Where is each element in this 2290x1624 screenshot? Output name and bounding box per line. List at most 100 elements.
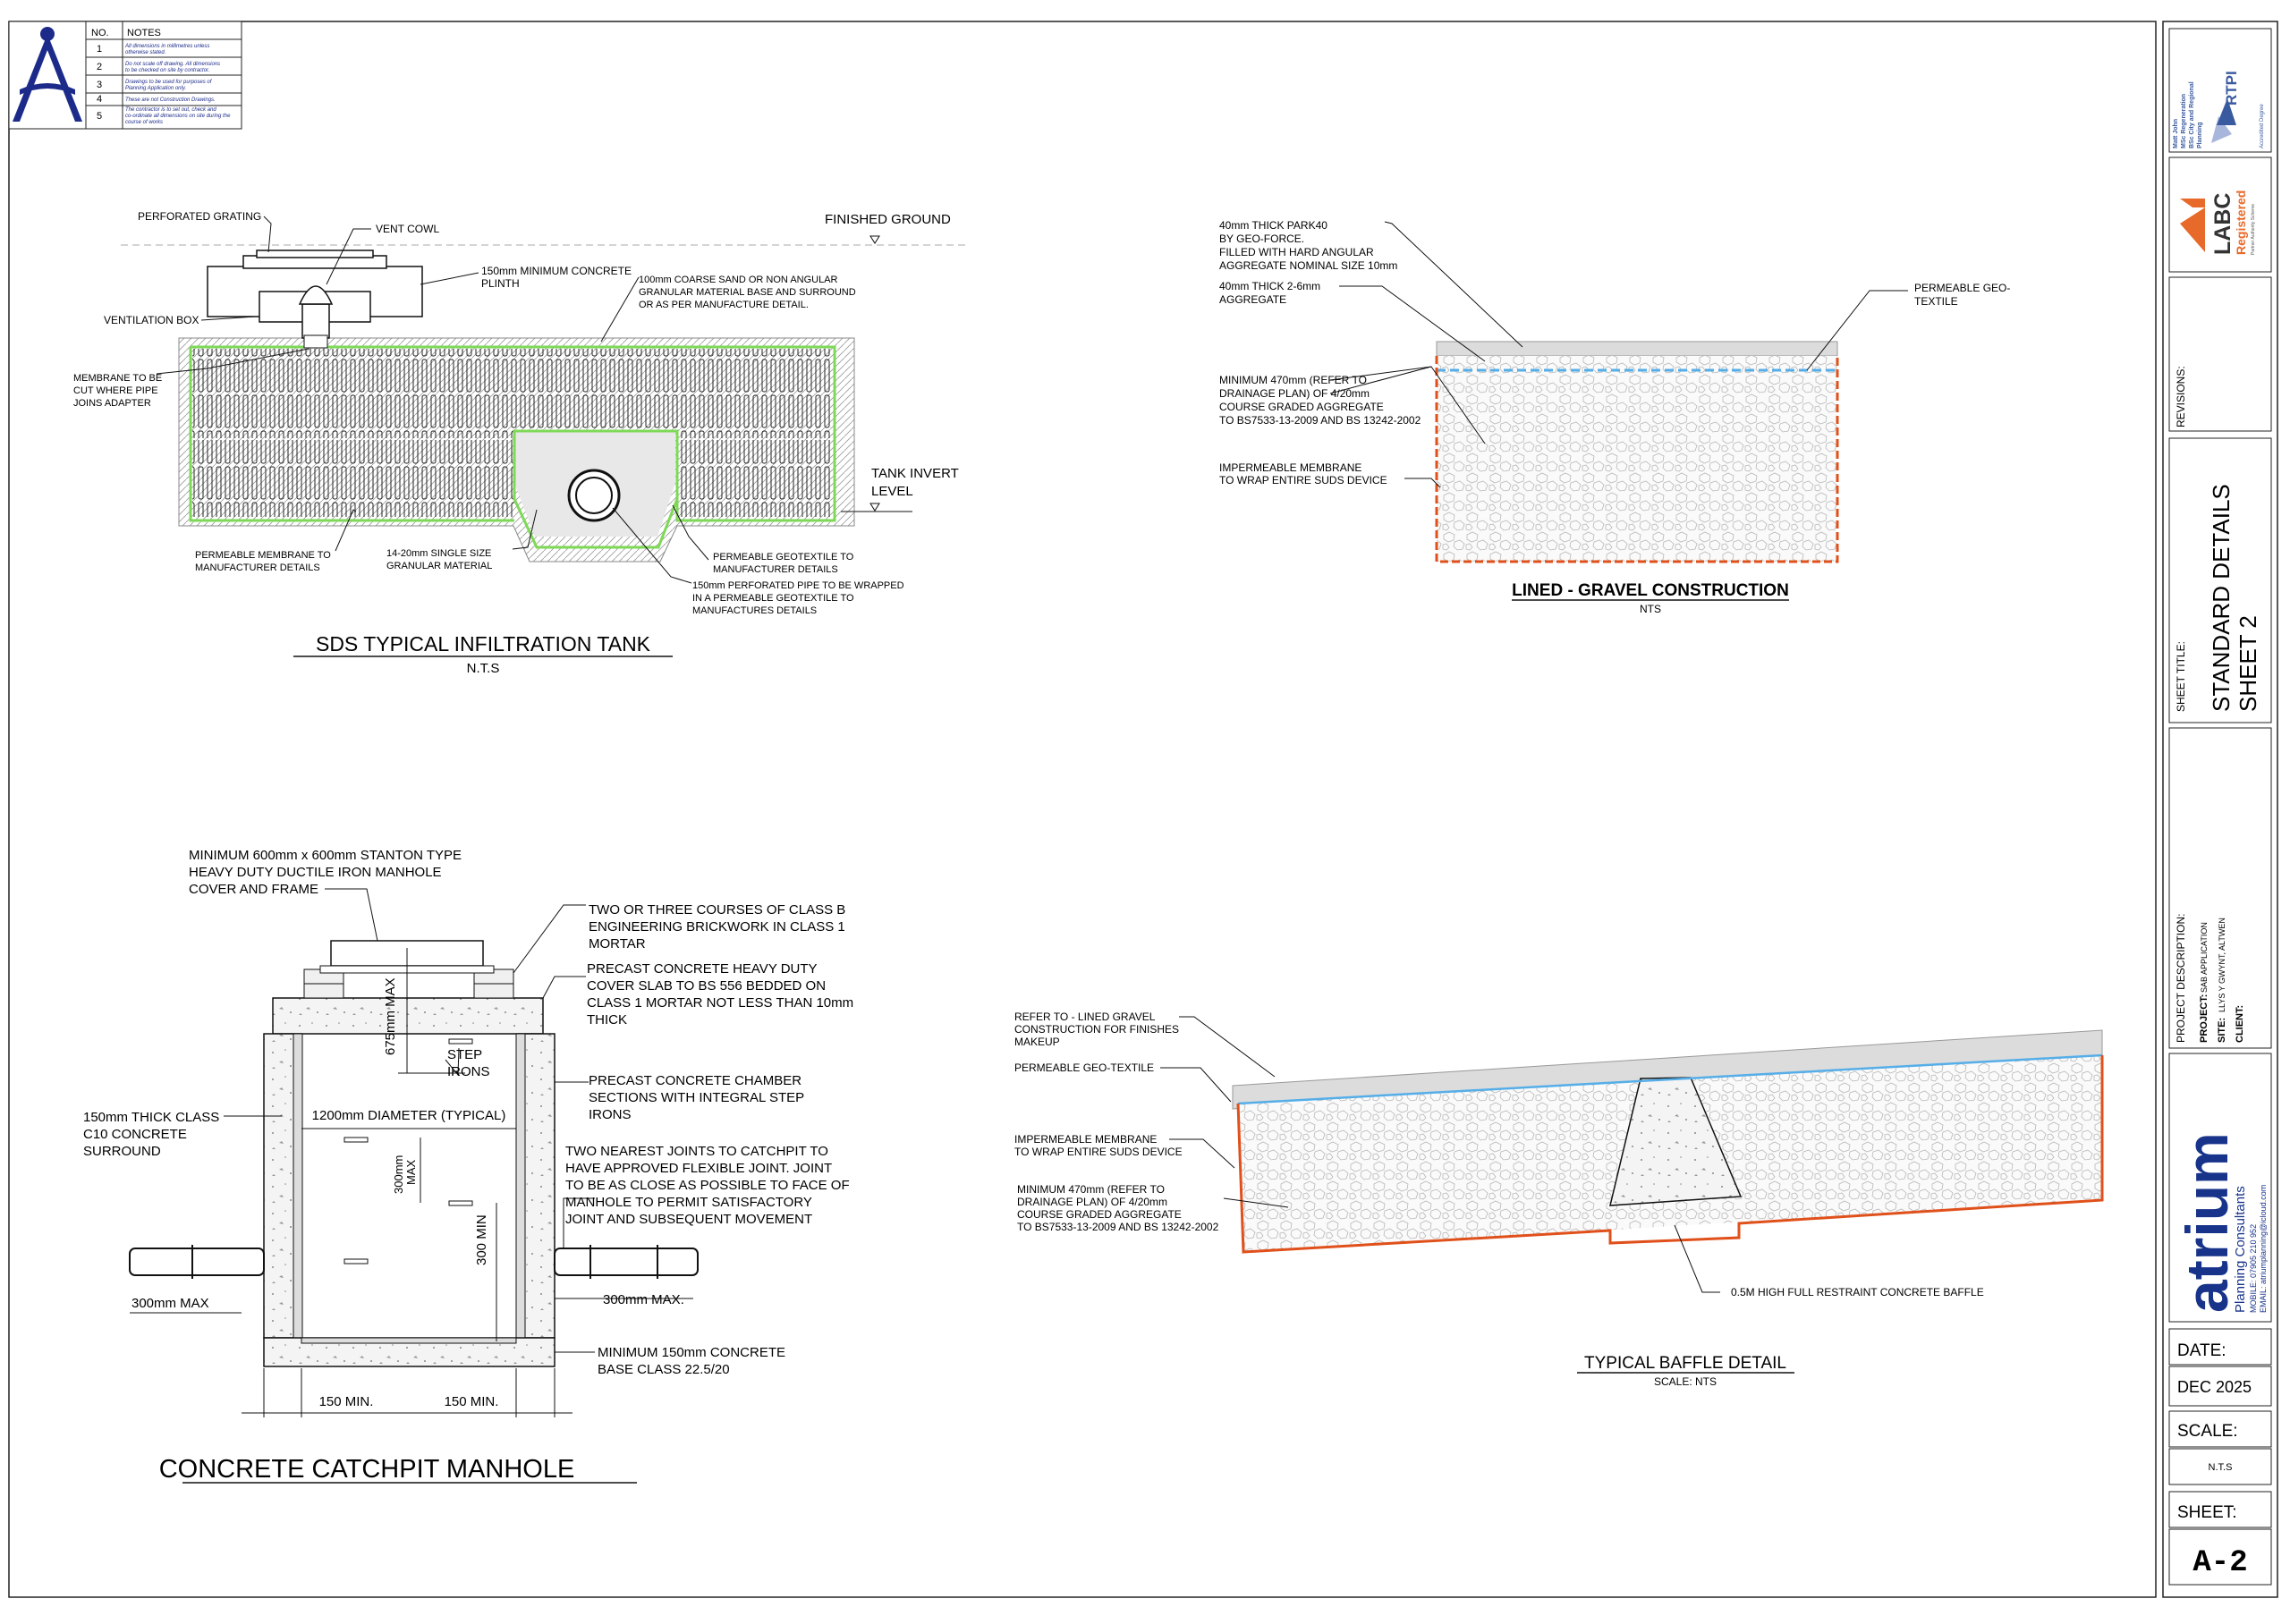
cover-label: COVER AND FRAME [189,882,318,897]
site-value: LLYS Y GWYNT, ALTWEN [2218,918,2226,1012]
perforated-pipe-label: IN A PERMEABLE GEOTEXTILE TO [692,593,854,604]
note-number: 4 [97,94,102,105]
slab-label: PRECAST CONCRETE HEAVY DUTY [587,961,818,977]
min150-label: 150 MIN. [319,1394,374,1409]
manhole-title: CONCRETE CATCHPIT MANHOLE [159,1455,575,1484]
membrane-label: TO WRAP ENTIRE SUDS DEVICE [1219,474,1387,486]
note-text: co-ordinate all dimensions on site durin… [125,114,231,119]
sand-label: OR AS PER MANUFACTURE DETAIL. [639,300,809,310]
tank-invert-label: TANK INVERT [871,466,959,481]
refer-label: MAKEUP [1014,1036,1060,1048]
notes-table: NO. NOTES 1 2 3 4 5 All dimensions in mi… [8,21,242,130]
step-irons-label: IRONS [447,1064,490,1079]
geotextile-label: MANUFACTURER DETAILS [713,564,838,575]
sand-label: GRANULAR MATERIAL BASE AND SURROUND [639,287,856,298]
baffle-label: 0.5M HIGH FULL RESTRAINT CONCRETE BAFFLE [1731,1286,1984,1298]
rtpi-person-text: Matt John [2173,119,2179,148]
joints-label: TWO NEAREST JOINTS TO CATCHPIT TO [565,1144,828,1159]
note-number: 3 [97,80,102,90]
notes-header-no: NO. [91,28,109,38]
atrium-sub-text: Planning Consultants [2233,1186,2248,1313]
park40-label: AGGREGATE NOMINAL SIZE 10mm [1219,259,1397,272]
granular-label: GRANULAR MATERIAL [386,561,492,571]
granular-label: 14-20mm SINGLE SIZE [386,548,491,559]
rtpi-note-text: Accredited Degree [2260,104,2265,148]
note-number: 2 [97,62,102,72]
sheet-border [8,21,2157,1598]
note-text: Drawings to be used for purposes of [125,80,213,85]
membrane-label: IMPERMEABLE MEMBRANE [1014,1133,1157,1146]
note-text: otherwise stated. [125,50,165,55]
minimum-aggregate-label: TO BS7533-13-2009 AND BS 13242-2002 [1017,1221,1219,1233]
tank-scale: N.T.S [467,661,500,676]
compass-logo-icon [13,27,82,122]
perforated-pipe-label: MANUFACTURES DETAILS [692,605,817,616]
minimum-aggregate-label: TO BS7533-13-2009 AND BS 13242-2002 [1219,414,1421,427]
aggregate-label: 40mm THICK 2-6mm [1219,280,1320,292]
dim-675-label: 675mm MAX [383,977,398,1055]
geotextile-label: PERMEABLE GEO- [1914,282,2010,294]
baffle-scale: SCALE: NTS [1654,1375,1717,1388]
email-text: EMAIL: atriumplanning@icloud.com [2259,1185,2268,1313]
date-value: DEC 2025 [2177,1378,2252,1396]
membrane-cut-label: JOINS ADAPTER [73,398,151,409]
perforated-grating-label: PERFORATED GRATING [138,210,261,223]
finished-ground-label: FINISHED GROUND [825,212,951,227]
minimum-aggregate-label: DRAINAGE PLAN) OF 4/20mm [1017,1196,1167,1208]
permeable-membrane-label: MANUFACTURER DETAILS [195,562,320,573]
dim-300-max-left-label: 300mm MAX [131,1296,209,1311]
date-label: DATE: [2177,1341,2226,1360]
plinth-label: PLINTH [481,277,520,290]
minimum-aggregate-label: DRAINAGE PLAN) OF 4/20mm [1219,387,1370,400]
base-label: MINIMUM 150mm CONCRETE [598,1345,785,1360]
joints-label: HAVE APPROVED FLEXIBLE JOINT. JOINT [565,1161,832,1176]
geotextile-label: TEXTILE [1914,295,1958,308]
mobile-text: MOBILE: 07905 210 952 [2249,1224,2258,1313]
note-text: All dimensions in millimetres unless [124,44,209,49]
rtpi-logo-icon [2211,98,2236,143]
note-text: The contractor is to set out, check and [125,107,216,113]
revisions-label: REVISIONS: [2175,366,2187,427]
atrium-logo-text: atrium [2174,1132,2240,1313]
baffle-detail: REFER TO - LINED GRAVEL CONSTRUCTION FOR… [1014,1011,2104,1388]
sand-label: 100mm COARSE SAND OR NON ANGULAR [639,275,838,285]
note-text: course of works [125,120,163,125]
cover-label: HEAVY DUTY DUCTILE IRON MANHOLE [189,865,442,880]
joints-label: MANHOLE TO PERMIT SATISFACTORY [565,1195,812,1210]
rtpi-person-text: BSc City and Regional [2189,81,2195,148]
note-number: 5 [97,111,102,122]
minimum-aggregate-label: MINIMUM 470mm (REFER TO [1017,1183,1165,1196]
catchpit-manhole-detail: MINIMUM 600mm x 600mm STANTON TYPE HEAVY… [83,848,853,1484]
brickwork-label: TWO OR THREE COURSES OF CLASS B [589,902,845,918]
project-value: SAB APPLICATION [2200,922,2209,993]
membrane-label: TO WRAP ENTIRE SUDS DEVICE [1014,1146,1183,1158]
dim-300-max-label: MAX [404,1160,418,1186]
slab-label: CLASS 1 MORTAR NOT LESS THAN 10mm [587,995,853,1011]
titleblock-border [2162,21,2278,1598]
membrane-cut-label: CUT WHERE PIPE [73,385,158,396]
vent-cowl-label: VENT COWL [376,223,439,235]
permeable-membrane-label: PERMEABLE MEMBRANE TO [195,550,331,561]
cover-label: MINIMUM 600mm x 600mm STANTON TYPE [189,848,462,863]
labc-registered-text: Registered [2234,190,2248,255]
dim-300-max-label: 300mm [392,1155,405,1194]
client-label: CLIENT: [2235,1005,2245,1043]
note-text: Planning Application only. [125,86,186,91]
surround-label: 150mm THICK CLASS [83,1110,219,1125]
note-number: 1 [97,44,102,55]
chamber-label: PRECAST CONCRETE CHAMBER [589,1073,802,1088]
min150-label: 150 MIN. [445,1394,499,1409]
brickwork-label: MORTAR [589,936,646,952]
minimum-aggregate-label: COURSE GRADED AGGREGATE [1017,1208,1182,1221]
gravel-title: LINED - GRAVEL CONSTRUCTION [1512,581,1789,600]
chamber-label: IRONS [589,1107,632,1122]
infiltration-tank-detail: FINISHED GROUND TANK INVERT LEVEL PERFOR… [73,210,966,676]
minimum-aggregate-label: COURSE GRADED AGGREGATE [1219,401,1384,413]
step-irons-label: STEP [447,1047,482,1062]
ventilation-box-label: VENTILATION BOX [104,314,199,326]
slab-label: COVER SLAB TO BS 556 BEDDED ON [587,978,826,994]
membrane-cut-label: MEMBRANE TO BE [73,373,162,384]
park40-label: 40mm THICK PARK40 [1219,219,1327,232]
geotextile-label: PERMEABLE GEOTEXTILE TO [713,552,854,562]
